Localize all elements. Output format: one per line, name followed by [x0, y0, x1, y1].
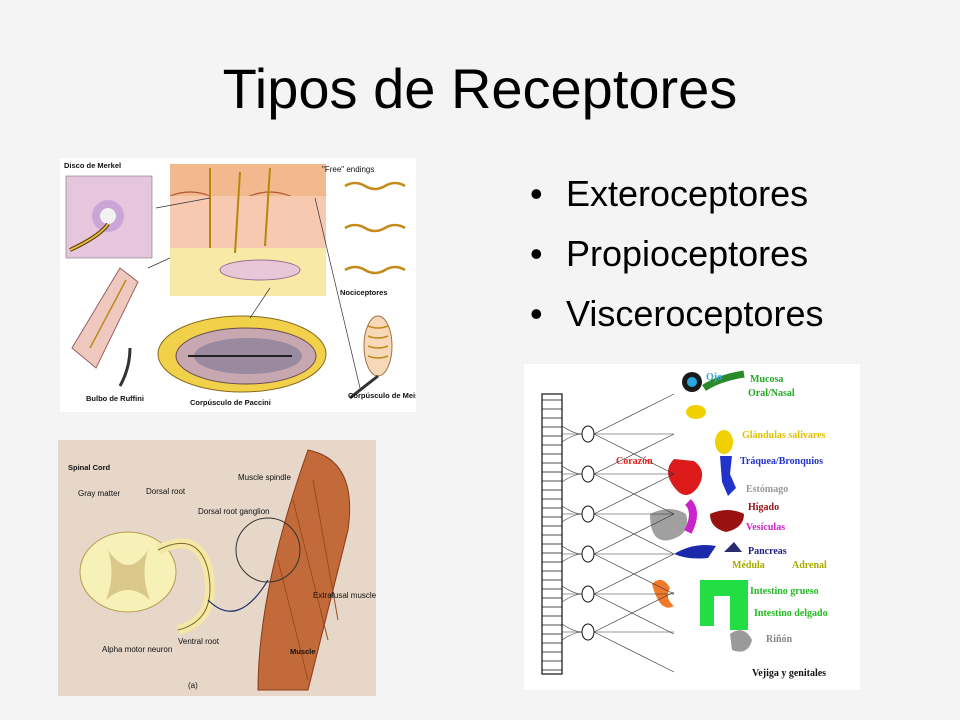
visceral-label-vesiculas: Vesículas — [746, 522, 785, 533]
free-endings-label: "Free" endings — [322, 165, 374, 174]
muscle-label: Muscle — [290, 647, 315, 656]
gray-matter-label: Gray matter — [78, 489, 121, 498]
ganglion — [581, 465, 595, 483]
nociceptors-label: Nociceptores — [340, 288, 388, 297]
merkel-label: Disco de Merkel — [64, 161, 121, 170]
bullet-text: Propioceptores — [566, 233, 809, 274]
nerve-fiber — [561, 593, 675, 635]
ganglion — [581, 505, 595, 523]
spinal-cord-label: Spinal Cord — [68, 463, 111, 472]
nerve-fiber — [561, 473, 675, 515]
muscle-spindle-label: Muscle spindle — [238, 473, 291, 482]
nerve-fiber — [561, 631, 675, 673]
ganglion — [581, 623, 595, 641]
nerve-fiber — [561, 433, 675, 475]
visceral-label-oral-nasal: Oral/Nasal — [748, 388, 795, 399]
ventral-root-label: Ventral root — [178, 637, 220, 646]
bullet-item: • Propioceptores — [530, 228, 823, 288]
visceral-label-pancreas: Pancreas — [748, 546, 787, 557]
nerve-fiber — [561, 433, 675, 475]
visceral-label-higado: Hígado — [748, 502, 779, 513]
visceral-label-glandulas: Glándulas salivares — [742, 430, 826, 441]
bullet-dot: • — [530, 173, 543, 214]
visceral-label-vejiga: Vejiga y genitales — [752, 668, 826, 679]
spinal-reflex-figure: Spinal Cord Gray matter Dorsal root Dors… — [58, 440, 376, 696]
paccini-label: Corpúsculo de Paccini — [190, 398, 271, 407]
bullet-item: • Exteroceptores — [530, 168, 823, 228]
visceral-label-ojo: Ojo — [706, 372, 722, 383]
dorsal-root-ganglion-label: Dorsal root ganglion — [198, 507, 270, 516]
visceral-label-corazon: Corazón — [616, 456, 653, 467]
bullet-dot: • — [530, 233, 543, 274]
panel-label: (a) — [188, 681, 198, 690]
bullet-text: Visceroceptores — [566, 293, 824, 334]
skin-receptors-figure: Disco de Merkel "Free" endings Nocicepto… — [60, 158, 416, 412]
bullet-list: • Exteroceptores • Propioceptores • Viscero… — [530, 168, 823, 348]
dorsal-root-label: Dorsal root — [146, 487, 186, 496]
visceral-label-estomago: Estómago — [746, 484, 788, 495]
meissner-label: Corpúsculo de Meissner — [348, 391, 416, 400]
nerve-fiber — [561, 473, 675, 515]
visceral-label-medula: Médula — [732, 560, 765, 571]
bullet-dot: • — [530, 293, 543, 334]
bullet-item: • Visceroceptores — [530, 288, 823, 348]
nerve-fiber — [561, 393, 675, 435]
visceral-label-intestino-grueso: Intestino grueso — [750, 586, 819, 597]
visceral-label-traquea: Tráquea/Bronquios — [740, 456, 823, 467]
visceral-label-rinon: Riñón — [766, 634, 793, 645]
ganglion — [581, 425, 595, 443]
ganglion — [581, 585, 595, 603]
slide-title: Tipos de Receptores — [222, 57, 738, 120]
extrafusal-label: Extrafusal muscle fibers — [313, 591, 376, 600]
ruffini-label: Bulbo de Ruffini — [86, 394, 144, 403]
visceral-label-adrenal: Adrenal — [792, 560, 827, 571]
visceral-label-mucosa: Mucosa — [750, 374, 783, 385]
bullet-text: Exteroceptores — [566, 173, 809, 214]
spinal-column — [541, 393, 563, 675]
ganglion — [581, 545, 595, 563]
alpha-motor-label: Alpha motor neuron — [102, 645, 172, 654]
visceral-label-intestino-delgado: Intestino delgado — [754, 608, 828, 619]
